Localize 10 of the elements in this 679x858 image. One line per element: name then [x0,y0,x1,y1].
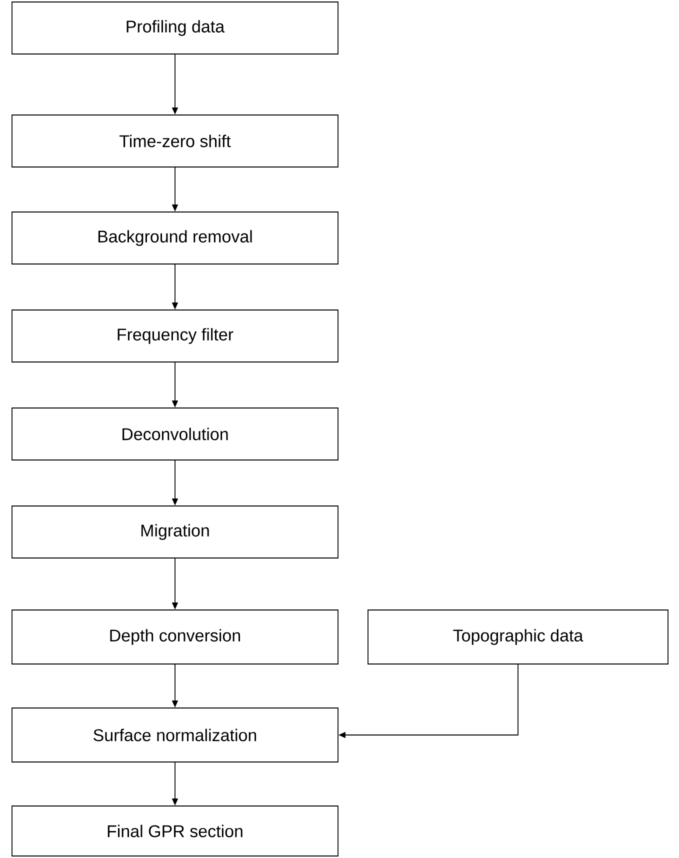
process-box: Depth conversion [12,610,338,664]
process-box: Migration [12,506,338,558]
process-box: Surface normalization [12,708,338,762]
process-box: Final GPR section [12,806,338,856]
process-box: Deconvolution [12,408,338,460]
process-box: Background removal [12,212,338,264]
process-box: Time-zero shift [12,114,338,168]
process-box: Frequency filter [12,310,338,362]
process-box: Profiling data [12,2,338,54]
process-box: Topographic data [368,610,668,664]
